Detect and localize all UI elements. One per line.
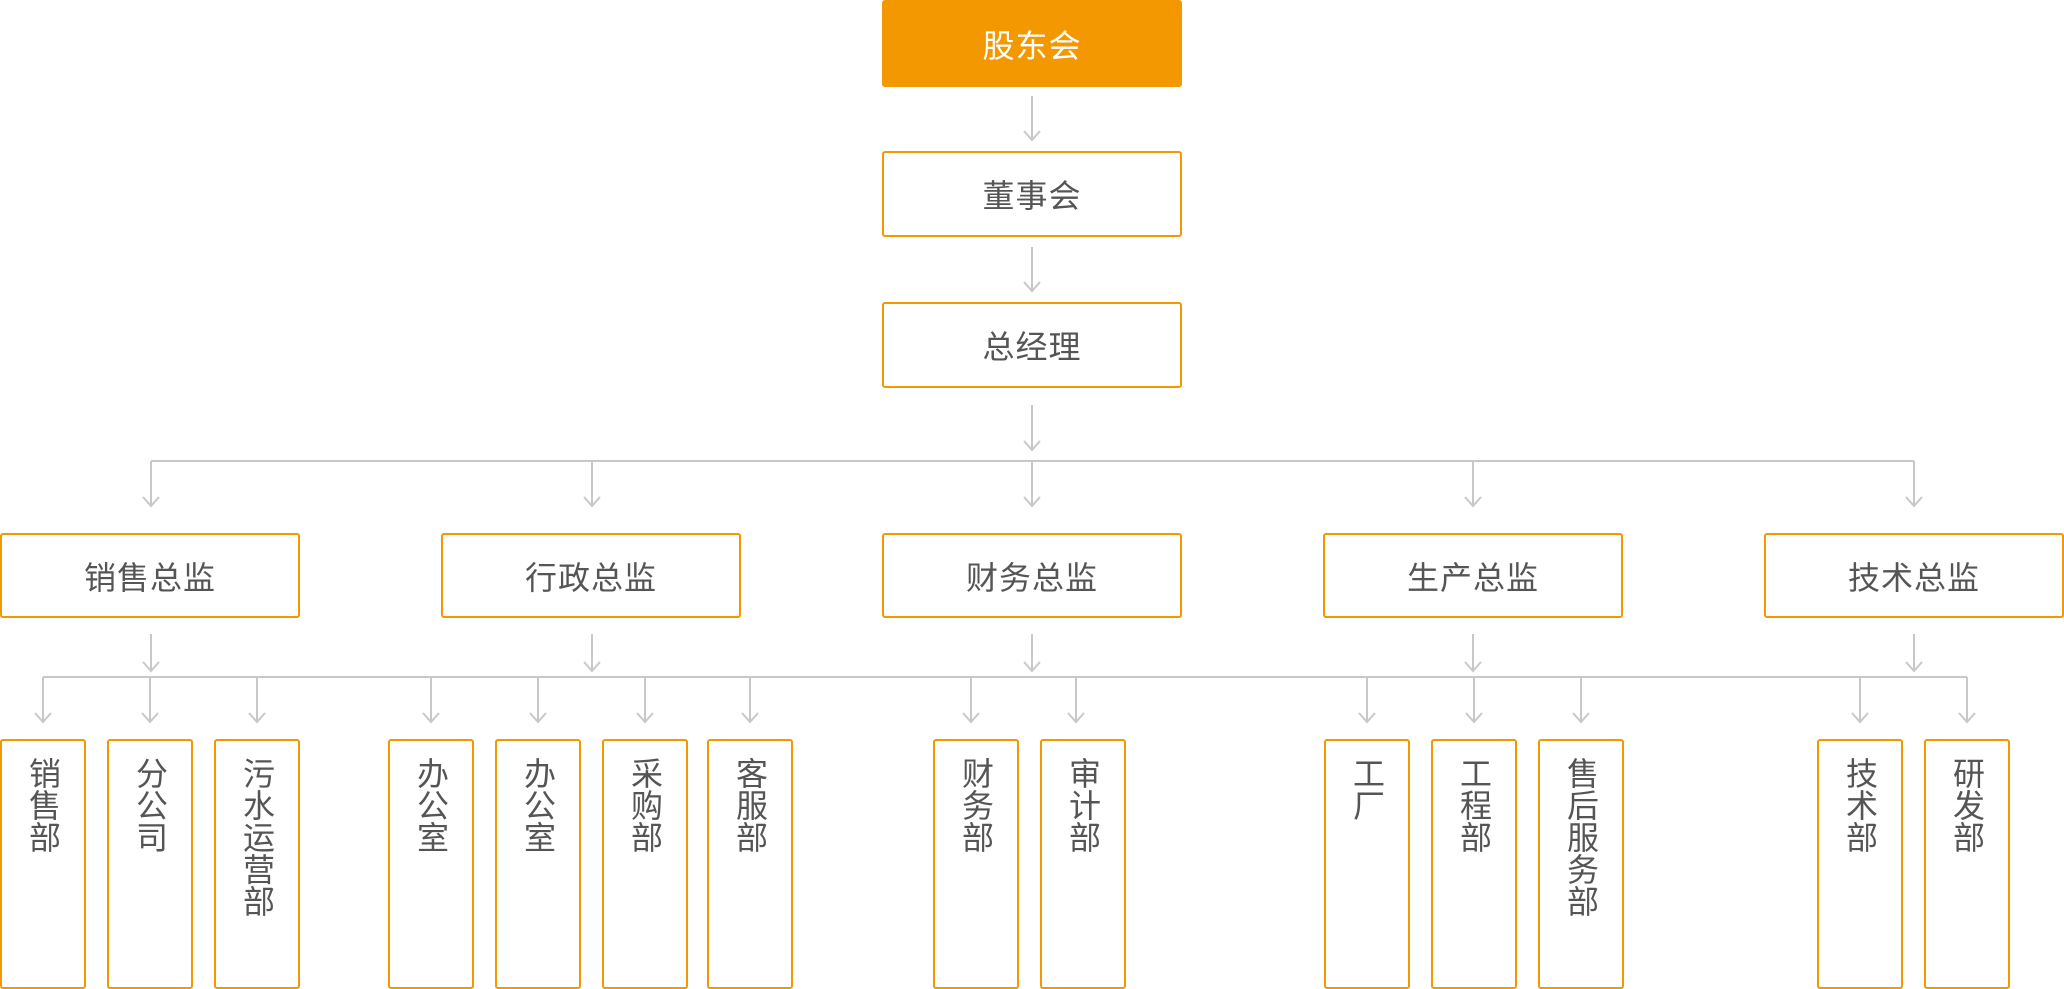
arrowhead (1067, 712, 1085, 724)
node-dept-rnd: 研发部 (1924, 739, 2010, 989)
node-dept-office-1: 办公室 (388, 739, 474, 989)
node-label: 审计部 (1064, 757, 1102, 853)
arrowhead (1905, 496, 1923, 508)
arrowhead (1023, 661, 1041, 673)
node-dept-finance: 财务部 (933, 739, 1019, 989)
arrowhead (741, 712, 759, 724)
node-label: 污水运营部 (238, 757, 276, 917)
node-dept-office-2: 办公室 (495, 739, 581, 989)
node-label: 总经理 (982, 328, 1082, 366)
arrowhead (1023, 496, 1041, 508)
arrowhead (1572, 712, 1590, 724)
node-general-manager: 总经理 (882, 302, 1182, 388)
node-label: 销售部 (24, 757, 62, 853)
node-label: 采购部 (626, 757, 664, 853)
node-label: 技术总监 (1847, 558, 1980, 597)
arrowhead (636, 712, 654, 724)
node-shareholders: 股东会 (882, 0, 1182, 87)
arrowhead (422, 712, 440, 724)
node-dept-sewage-ops: 污水运营部 (214, 739, 300, 989)
node-label: 办公室 (412, 757, 450, 853)
node-director-finance: 财务总监 (882, 533, 1182, 618)
node-dept-engineering: 工程部 (1431, 739, 1517, 989)
node-dept-factory: 工厂 (1324, 739, 1410, 989)
node-dept-customer-service: 客服部 (707, 739, 793, 989)
arrowhead (1465, 712, 1483, 724)
node-dept-technology: 技术部 (1817, 739, 1903, 989)
arrowhead (529, 712, 547, 724)
node-label: 董事会 (982, 177, 1082, 215)
arrowhead (1958, 712, 1976, 724)
node-label: 生产总监 (1406, 558, 1539, 597)
node-label: 技术部 (1841, 757, 1879, 853)
node-label: 财务总监 (965, 558, 1098, 597)
node-director-admin: 行政总监 (441, 533, 741, 618)
node-label: 办公室 (519, 757, 557, 853)
arrowhead (1358, 712, 1376, 724)
node-board: 董事会 (882, 151, 1182, 237)
node-dept-after-sales: 售后服务部 (1538, 739, 1624, 989)
node-label: 销售总监 (83, 558, 216, 597)
arrowhead (1023, 440, 1041, 452)
node-label: 客服部 (731, 757, 769, 853)
node-label: 行政总监 (524, 558, 657, 597)
arrowhead (1905, 661, 1923, 673)
node-director-tech: 技术总监 (1764, 533, 2064, 618)
node-label: 股东会 (982, 26, 1082, 65)
arrowhead (34, 712, 52, 724)
node-dept-audit: 审计部 (1040, 739, 1126, 989)
arrowhead (1851, 712, 1869, 724)
arrowhead (583, 661, 601, 673)
arrowhead (248, 712, 266, 724)
node-label: 分公司 (131, 757, 169, 853)
arrowhead (1023, 281, 1041, 293)
arrowhead (142, 661, 160, 673)
node-label: 财务部 (957, 757, 995, 853)
arrowhead (1464, 661, 1482, 673)
node-label: 工厂 (1348, 757, 1386, 821)
arrowhead (1023, 130, 1041, 142)
arrowhead (583, 496, 601, 508)
node-dept-sales: 销售部 (0, 739, 86, 989)
node-director-production: 生产总监 (1323, 533, 1623, 618)
node-dept-purchasing: 采购部 (602, 739, 688, 989)
arrowhead (142, 496, 160, 508)
arrowhead (141, 712, 159, 724)
node-director-sales: 销售总监 (0, 533, 300, 618)
arrowhead (1464, 496, 1482, 508)
node-label: 工程部 (1455, 757, 1493, 853)
node-label: 研发部 (1948, 757, 1986, 853)
node-dept-branch: 分公司 (107, 739, 193, 989)
node-label: 售后服务部 (1562, 757, 1600, 917)
arrowhead (962, 712, 980, 724)
